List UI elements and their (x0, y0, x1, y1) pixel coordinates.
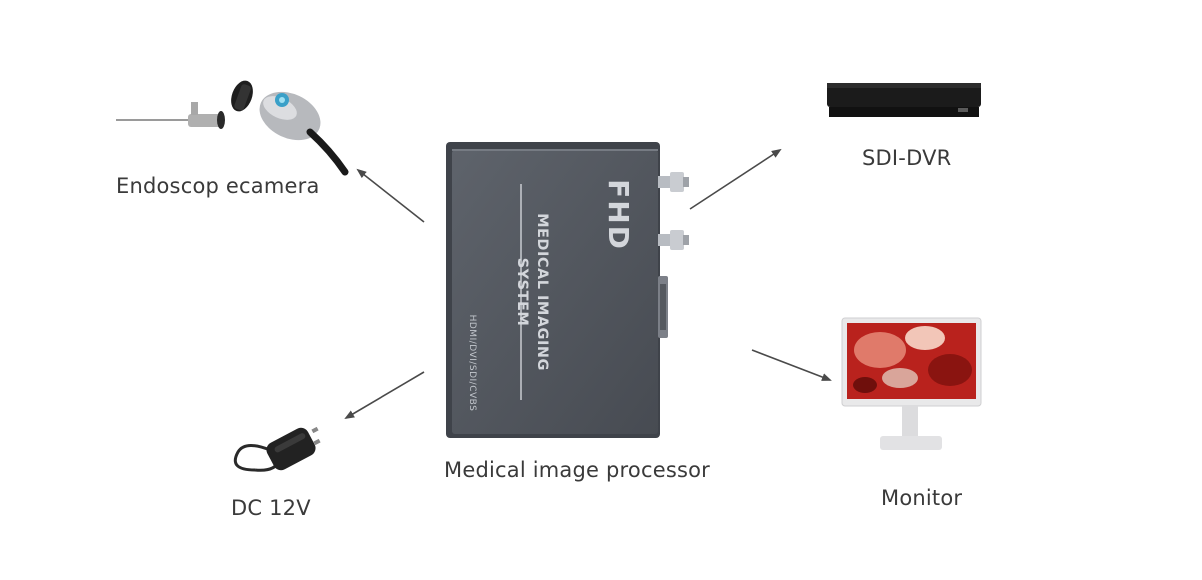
arrow-to-power (344, 371, 425, 420)
processor-label: Medical image processor (444, 458, 710, 482)
arrow-to-endoscope (356, 168, 425, 223)
arrow-to-monitor (751, 349, 832, 381)
device-system-name-text: MEDICAL IMAGING SYSTEM (514, 213, 550, 371)
arrow-to-dvr (689, 148, 782, 210)
device-ports-text: HDMI/DVI/SDI/CVBS (467, 314, 477, 412)
sdi-dvr-label: SDI-DVR (862, 146, 952, 170)
endoscope-camera-label: Endoscop ecamera (116, 174, 320, 198)
monitor-label: Monitor (881, 486, 963, 510)
device-brand-text: FHD (602, 179, 635, 251)
dc-power-label: DC 12V (231, 496, 311, 520)
